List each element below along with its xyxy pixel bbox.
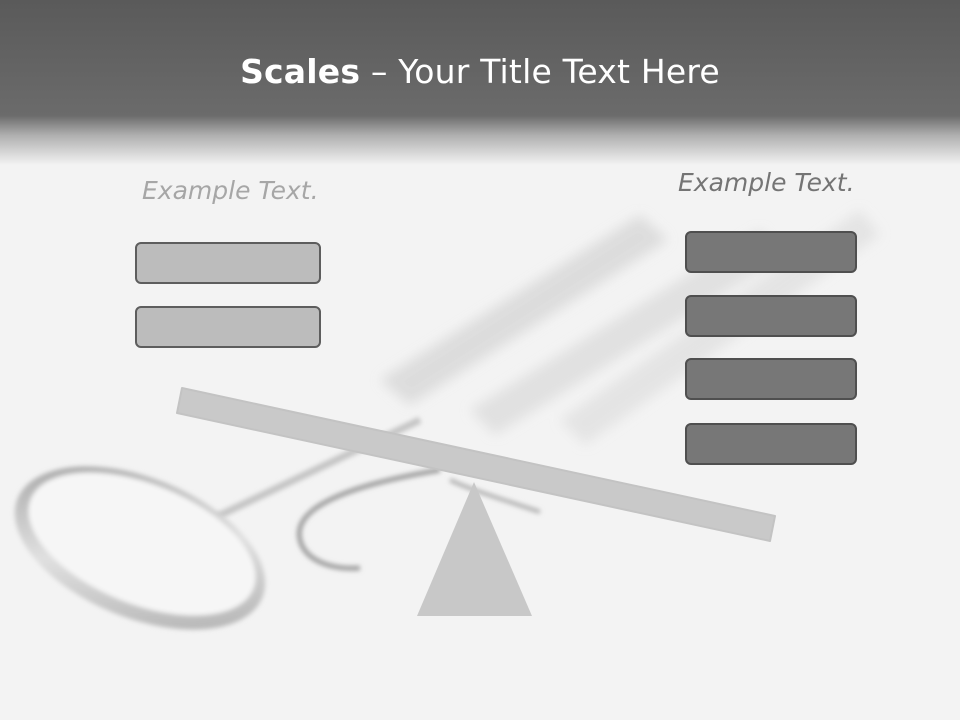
right-weight-box-2[interactable] <box>685 295 857 337</box>
title-bold: Scales <box>240 52 361 91</box>
right-weight-box-1[interactable] <box>685 231 857 273</box>
scale-fulcrum <box>417 482 532 616</box>
scale-beam <box>176 387 776 542</box>
slide-title: Scales – Your Title Text Here <box>0 52 960 91</box>
right-weight-box-4[interactable] <box>685 423 857 465</box>
dental-mirror-icon <box>14 466 266 630</box>
title-bar <box>0 0 960 165</box>
left-weight-box-2[interactable] <box>135 306 321 348</box>
right-weight-box-3[interactable] <box>685 358 857 400</box>
right-example-label: Example Text. <box>678 168 855 197</box>
title-rest: – Your Title Text Here <box>360 52 720 91</box>
left-example-label: Example Text. <box>142 176 319 205</box>
left-weight-box-1[interactable] <box>135 242 321 284</box>
